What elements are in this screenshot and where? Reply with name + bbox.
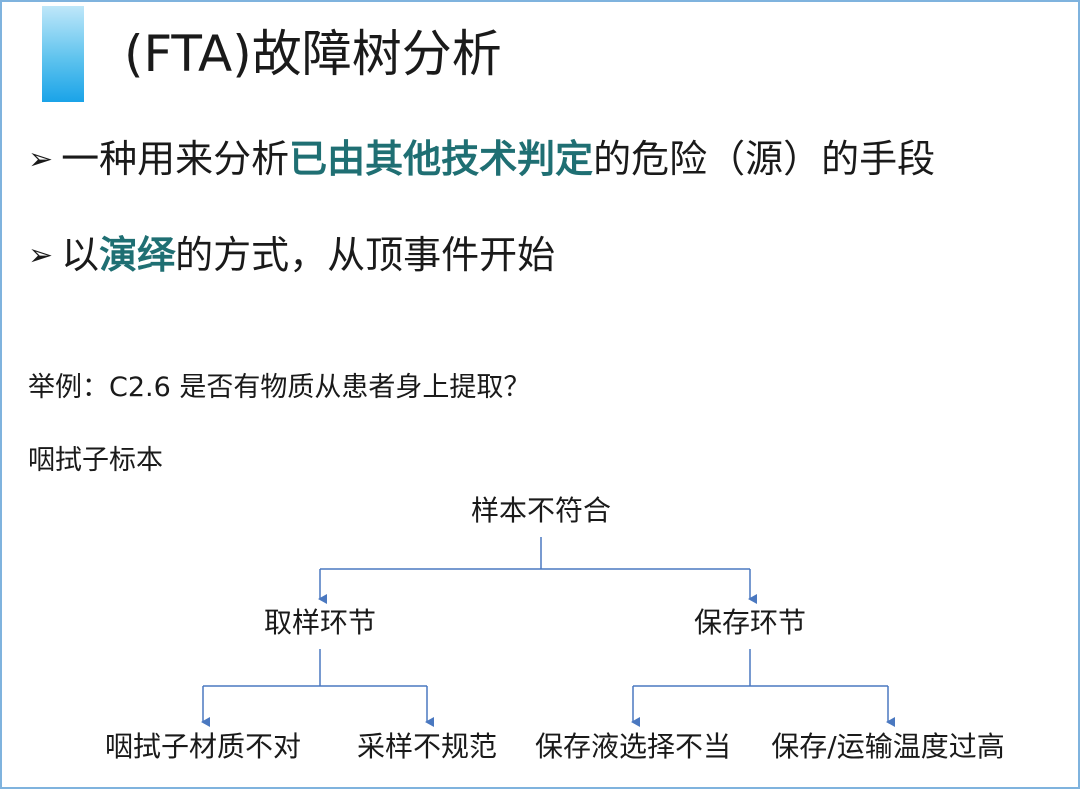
bullet-highlight: 已由其他技术判定 [289,137,594,181]
bullet-text: 的方式，从顶事件开始 [175,233,556,277]
tree-leaf-temperature: 保存/运输温度过高 [771,730,1005,763]
bullet-text: 一种用来分析 [61,137,290,181]
tree-leaf-preservation-fluid: 保存液选择不当 [534,730,732,763]
bullet-item-1: ➢一种用来分析已由其他技术判定的危险（源）的手段 [28,137,935,183]
example-text: 举例：C2.6 是否有物质从患者身上提取？ [28,372,531,403]
tree-root-node: 样本不符合 [470,494,612,527]
tree-leaf-sampling-procedure: 采样不规范 [356,730,498,763]
bullet-text: 的危险（源）的手段 [593,137,936,181]
tree-node-storage: 保存环节 [693,606,807,639]
bullet-highlight: 演绎 [99,233,176,277]
sample-label: 咽拭子标本 [28,445,163,476]
title-accent-bar [42,6,84,102]
slide-title: (FTA)故障树分析 [124,25,502,83]
tree-node-sampling: 取样环节 [263,606,377,639]
arrow-bullet-icon: ➢ [28,238,54,273]
arrow-bullet-icon: ➢ [28,142,54,177]
tree-leaf-swab-material: 咽拭子材质不对 [104,730,302,763]
bullet-text: 以 [61,233,100,277]
bullet-item-2: ➢以演绎的方式，从顶事件开始 [28,233,555,279]
